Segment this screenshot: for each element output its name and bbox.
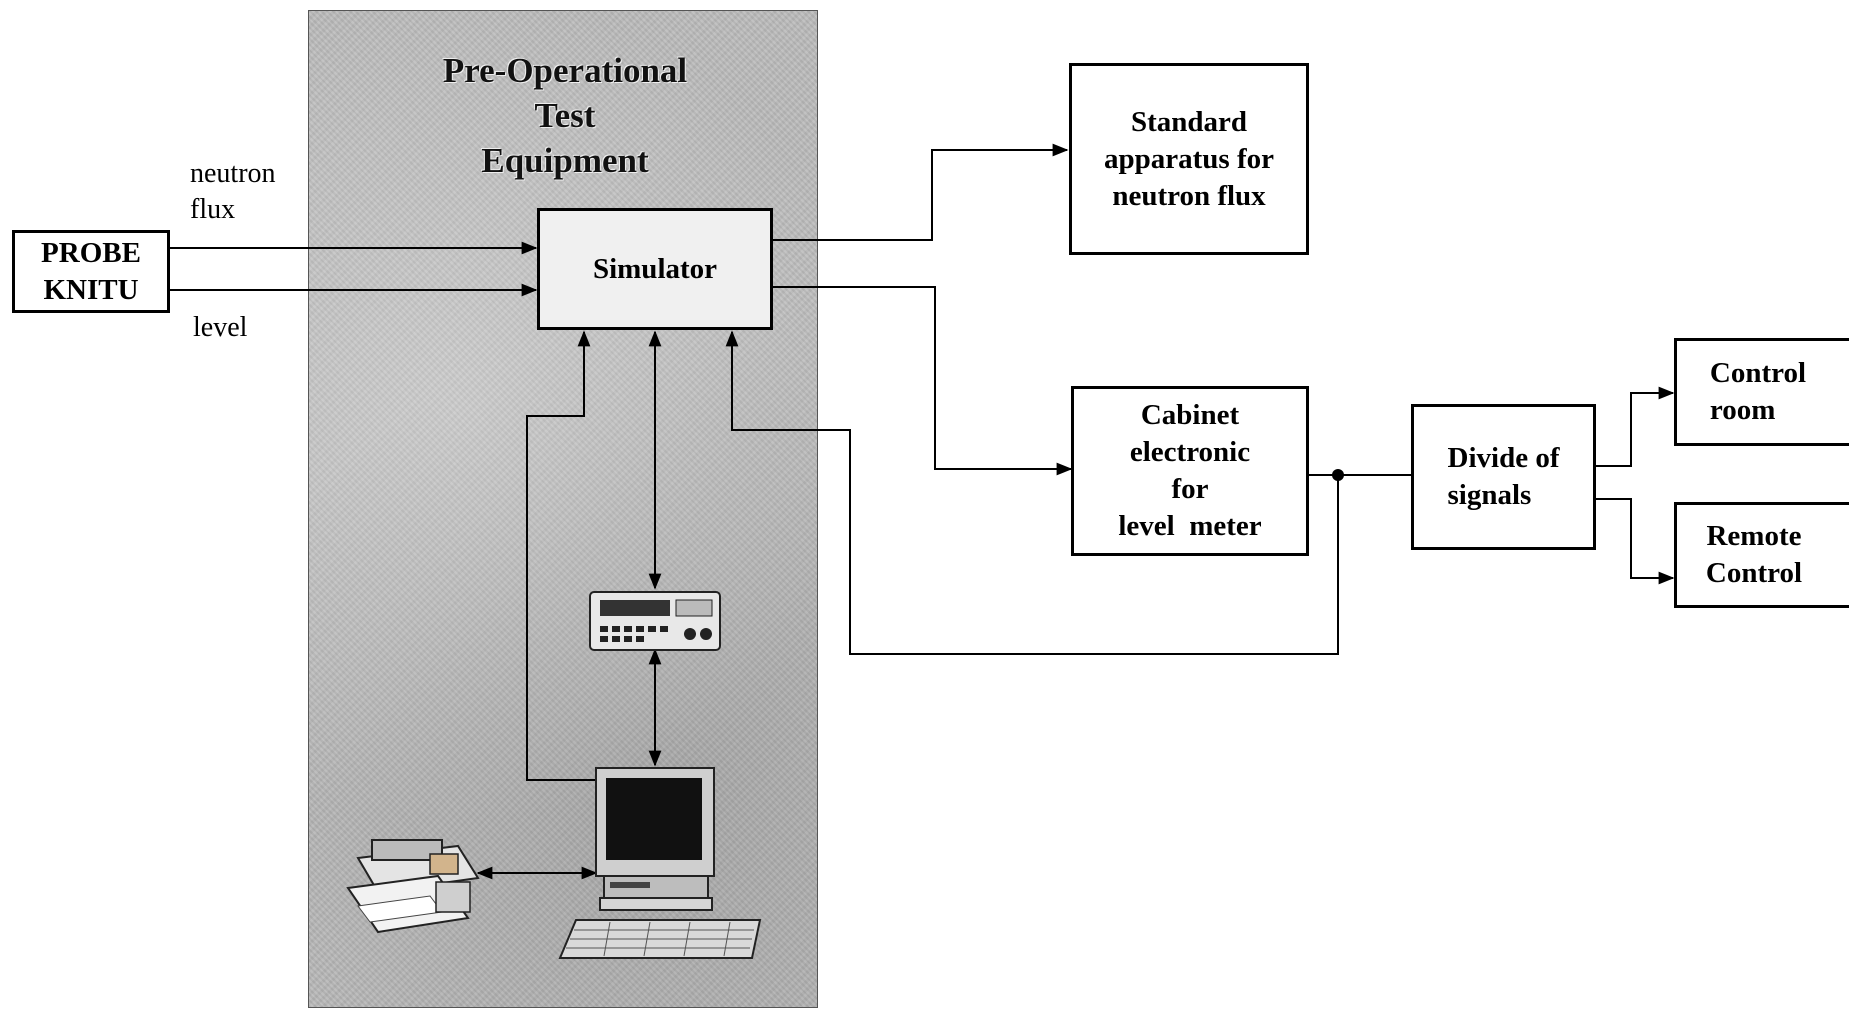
to-remote-control-line xyxy=(1596,499,1673,578)
cabinet-electronic-box: Cabinet electronic for level meter xyxy=(1071,386,1309,556)
keyboard-icon xyxy=(560,920,760,958)
neutron-flux-label: neutron flux xyxy=(190,156,276,228)
standard-line-1: Standard xyxy=(1104,104,1274,141)
cabinet-line-4: level meter xyxy=(1118,508,1261,545)
computer-simulator-line xyxy=(527,332,598,780)
standard-apparatus-box: Standard apparatus for neutron flux xyxy=(1069,63,1309,255)
control-room-box: Control room xyxy=(1674,338,1849,446)
cabinet-line-3: for xyxy=(1118,471,1261,508)
standard-line-3: neutron flux xyxy=(1104,178,1274,215)
to-standard-line xyxy=(773,150,1067,240)
divide-signals-box: Divide of signals xyxy=(1411,404,1596,550)
simulator-label: Simulator xyxy=(593,251,717,288)
neutron-label-line-1: neutron xyxy=(190,156,276,192)
cabinet-line-1: Cabinet xyxy=(1118,397,1261,434)
neutron-label-line-2: flux xyxy=(190,192,276,228)
remote-control-line-1: Remote xyxy=(1706,518,1802,555)
computer-icon xyxy=(596,768,714,910)
remote-control-line-2: Control xyxy=(1706,555,1802,592)
probe-knitu-box: PROBE KNITU xyxy=(12,230,170,313)
level-label: level xyxy=(193,310,247,346)
simulator-box: Simulator xyxy=(537,208,773,330)
printer-icon xyxy=(348,840,478,932)
junction-dot xyxy=(1332,469,1344,481)
divide-line-1: Divide of xyxy=(1448,440,1560,477)
divide-line-2: signals xyxy=(1448,477,1560,514)
remote-control-box: Remote Control xyxy=(1674,502,1849,608)
multimeter-icon xyxy=(590,592,720,650)
probe-line-1: PROBE xyxy=(41,235,141,272)
control-room-line-1: Control xyxy=(1710,355,1806,392)
to-cabinet-line xyxy=(773,287,1071,469)
control-room-line-2: room xyxy=(1710,392,1806,429)
probe-line-2: KNITU xyxy=(41,272,141,309)
cabinet-line-2: electronic xyxy=(1118,434,1261,471)
standard-line-2: apparatus for xyxy=(1104,141,1274,178)
to-control-room-line xyxy=(1596,393,1673,466)
